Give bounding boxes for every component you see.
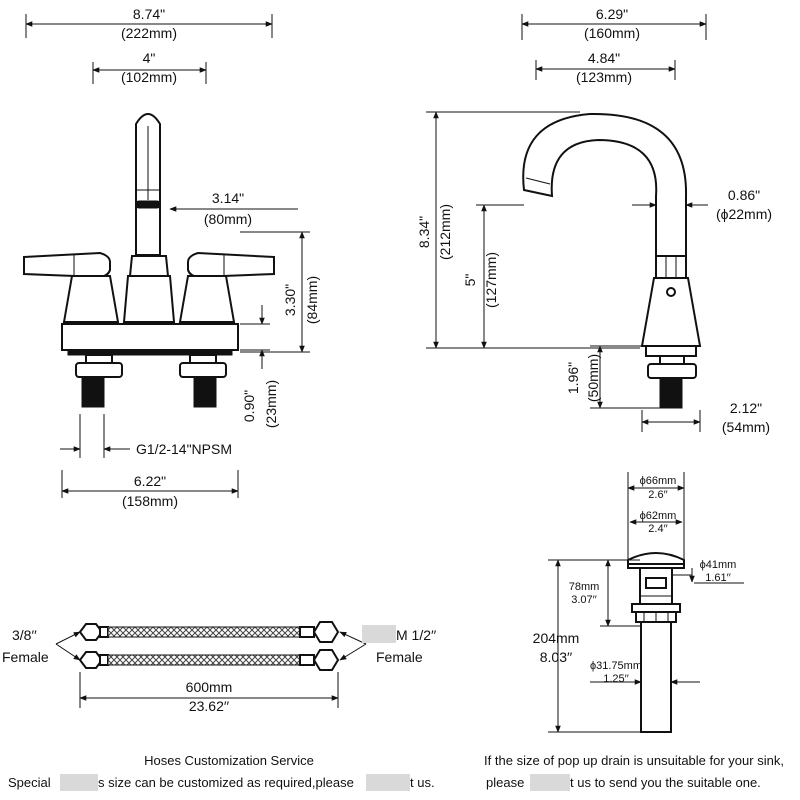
side-base-depth-in: 2.12" xyxy=(730,400,762,416)
drain-caption-a: please xyxy=(486,775,524,790)
faucet-side-view: 6.29" (160mm) 4.84" (123mm) 0.86" (ϕ22mm… xyxy=(416,6,772,435)
hose-length-in: 23.62′′ xyxy=(189,698,230,714)
drain-tail-dia-in: 1.25′′ xyxy=(603,673,629,685)
drain-body-height-mm: 78mm xyxy=(569,581,600,593)
drain-total-in: 8.03′′ xyxy=(540,649,573,665)
drain-body-dia-in: 1.61′′ xyxy=(705,572,731,584)
drain-body-height-in: 3.07′′ xyxy=(571,594,597,606)
front-body-height-mm: (84mm) xyxy=(304,276,320,324)
front-body-height-in: 3.30" xyxy=(282,284,298,316)
drain-caption-line1: If the size of pop up drain is unsuitabl… xyxy=(484,753,784,768)
side-width-mm: (160mm) xyxy=(584,25,640,41)
faucet-front-view: 8.74" (222mm) 4" (102mm) 3.14" (80mm) xyxy=(23,6,320,509)
side-base-height-mm: (50mm) xyxy=(585,354,601,402)
hoses: 3/8′′ Female M 1/2′′ Female 600mm 23.62′… xyxy=(2,621,437,714)
side-diameter-mm: (ϕ22mm) xyxy=(716,206,772,222)
side-reach-mm: (123mm) xyxy=(576,69,632,85)
drain-tail-dia-mm: ϕ31.75mm xyxy=(590,660,642,672)
hose-left-size: 3/8′′ xyxy=(12,627,37,643)
front-spout-mm: (80mm) xyxy=(204,211,252,227)
hose-left-gender: Female xyxy=(2,649,49,665)
side-total-height-in: 8.34" xyxy=(416,216,432,248)
front-center-in: 4" xyxy=(143,50,156,66)
hoses-caption-b: s size can be customized as required,ple… xyxy=(98,775,354,790)
front-shank-mm: (23mm) xyxy=(263,380,279,428)
drain-body-dia-mm: ϕ41mm xyxy=(700,559,737,571)
front-center-mm: (102mm) xyxy=(121,69,177,85)
side-base-height-in: 1.96" xyxy=(565,362,581,394)
side-reach-in: 4.84" xyxy=(588,50,620,66)
hoses-caption-title: Hoses Customization Service xyxy=(144,753,314,768)
side-diameter-in: 0.86" xyxy=(728,187,760,203)
front-base-mm: (158mm) xyxy=(122,493,178,509)
side-spout-height-mm: (127mm) xyxy=(483,252,499,308)
front-width-in: 8.74" xyxy=(133,6,165,22)
captions: Hoses Customization Service Special s si… xyxy=(8,753,784,791)
front-thread-spec: G1/2-14"NPSM xyxy=(136,441,232,457)
hose-right-size: M 1/2′′ xyxy=(396,627,437,643)
drain-total-mm: 204mm xyxy=(533,630,580,646)
drain-cap-in: 2.6′′ xyxy=(648,489,667,501)
drain-caption-b: t us to send you the suitable one. xyxy=(570,775,761,790)
drain-flange-in: 2.4′′ xyxy=(648,523,667,535)
front-width-mm: (222mm) xyxy=(121,25,177,41)
side-base-depth-mm: (54mm) xyxy=(722,419,770,435)
front-spout-in: 3.14" xyxy=(212,190,244,206)
hose-right-gender: Female xyxy=(376,649,423,665)
hoses-caption-c: t us. xyxy=(410,775,435,790)
side-total-height-mm: (212mm) xyxy=(437,204,453,260)
front-base-in: 6.22" xyxy=(134,473,166,489)
side-width-in: 6.29" xyxy=(596,6,628,22)
side-spout-height-in: 5" xyxy=(462,274,478,287)
drain-cap-mm: ϕ66mm xyxy=(640,475,677,487)
hoses-caption-a: Special xyxy=(8,775,51,790)
hose-length-mm: 600mm xyxy=(186,679,233,695)
front-shank-in: 0.90" xyxy=(241,390,257,422)
drain-flange-mm: ϕ62mm xyxy=(640,510,677,522)
pop-up-drain: ϕ66mm 2.6′′ ϕ62mm 2.4′′ ϕ41mm 1.61′′ 78m… xyxy=(533,472,744,733)
